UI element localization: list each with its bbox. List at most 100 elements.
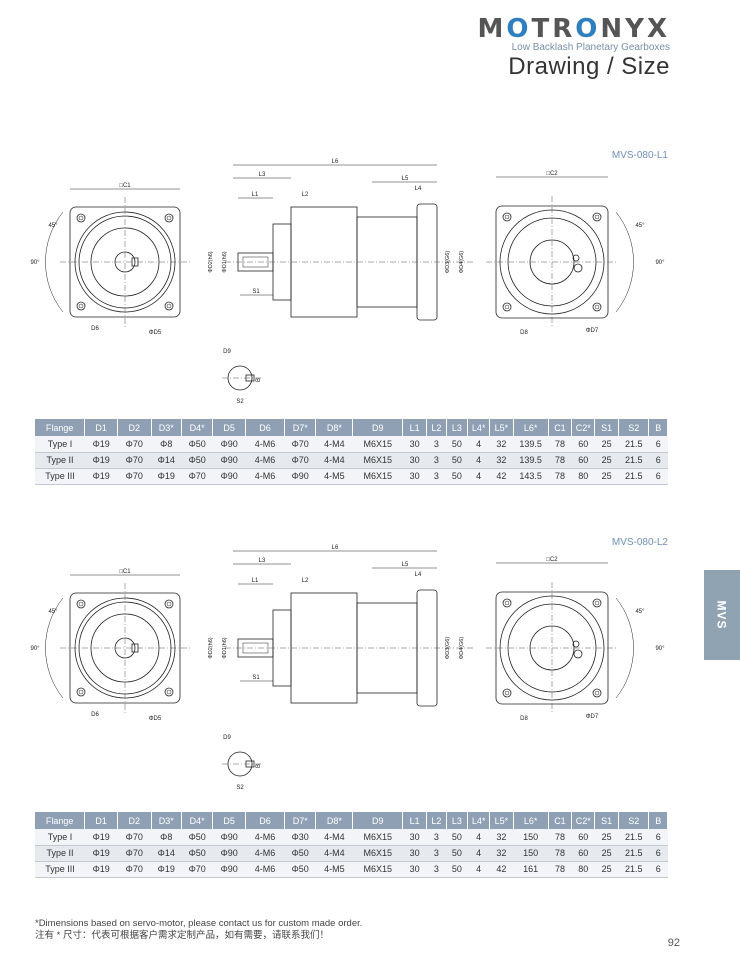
table-cell: 4-M6: [245, 845, 285, 862]
table-cell: Φ30: [284, 829, 316, 846]
table-cell: 4-M5: [315, 861, 353, 878]
table-cell: 6: [648, 436, 668, 453]
gear-icon: O: [575, 14, 601, 44]
column-header: D6: [245, 419, 285, 436]
dim-label-c1: □C1: [119, 569, 131, 575]
dim-label-l1: L1: [252, 578, 259, 584]
row-header: Type III: [35, 468, 85, 485]
dim-label-d1: ΦD1(h6): [222, 637, 228, 658]
table-cell: Φ90: [212, 468, 246, 485]
table-cell: 50: [446, 436, 468, 453]
table-cell: 25: [594, 436, 619, 453]
table-cell: 25: [594, 861, 619, 878]
dim-label-l6: L6: [332, 545, 339, 551]
table-cell: 25: [594, 452, 619, 469]
table-cell: Φ8: [151, 829, 182, 846]
dim-label-c1: □C1: [119, 183, 131, 189]
table-cell: Φ70: [117, 468, 152, 485]
table-cell: 78: [548, 468, 572, 485]
table-cell: 4: [467, 452, 490, 469]
input-bolt-hole: [502, 302, 512, 312]
table-cell: 30: [402, 468, 427, 485]
table-cell: Φ70: [284, 452, 316, 469]
table-cell: Φ19: [84, 861, 118, 878]
table-cell: 4: [467, 436, 490, 453]
table-cell: Φ14: [151, 845, 182, 862]
table-cell: 3: [426, 861, 447, 878]
table-cell: 4-M6: [245, 829, 285, 846]
table-cell: 4: [467, 468, 490, 485]
input-bolt-hole: [592, 212, 602, 222]
clamp-screw-hole: [573, 263, 583, 273]
table-cell: Φ70: [181, 861, 213, 878]
column-header: B: [648, 419, 668, 436]
bolt-hole-inner: [78, 601, 84, 607]
right-angle-arc: [615, 597, 634, 699]
dim-label-s2: S2: [236, 399, 244, 405]
column-header: L1: [402, 419, 428, 436]
dim-label-d1: ΦD1(h6): [222, 251, 228, 272]
dim-label-d6: D6: [91, 326, 99, 332]
dim-label-b: B: [256, 378, 262, 382]
table-cell: 50: [446, 845, 468, 862]
table-cell: 25: [594, 845, 619, 862]
table-cell: 30: [402, 436, 427, 453]
row-header: Type I: [35, 436, 85, 453]
column-header: D3*: [151, 812, 182, 829]
table-cell: 60: [571, 452, 595, 469]
column-header: L2: [426, 419, 447, 436]
table-cell: 4-M4: [315, 829, 353, 846]
table-cell: 139.5: [513, 436, 549, 453]
dim-label-d2: ΦD2(h6): [208, 637, 214, 658]
column-header: S1: [594, 419, 620, 436]
gear-icon: O: [506, 14, 532, 44]
row-header: Type II: [35, 845, 85, 862]
column-header: C2*: [571, 812, 596, 829]
model-label-l2: MVS-080-L2: [611, 537, 668, 548]
table-cell: M6X15: [352, 436, 403, 453]
dim-label-d8: D8: [520, 716, 528, 722]
table-cell: 60: [571, 845, 595, 862]
table-cell: Φ50: [181, 845, 213, 862]
clamp-screw-hole: [572, 254, 580, 262]
bolt-hole: [76, 213, 86, 223]
input-bolt-hole-inner: [504, 690, 510, 696]
column-header: L2: [426, 812, 447, 829]
table-cell: Φ19: [151, 861, 182, 878]
footnote: *Dimensions based on servo-motor, please…: [35, 918, 362, 942]
table-cell: Φ50: [181, 452, 213, 469]
dim-label-c2: □C2: [546, 171, 558, 177]
bolt-hole-inner: [166, 303, 172, 309]
column-header: L3: [446, 419, 469, 436]
table-cell: Φ70: [117, 845, 152, 862]
row-header: Type I: [35, 829, 85, 846]
column-header: D5: [212, 419, 246, 436]
angle-label-45: 45°: [48, 609, 58, 615]
dim-label-l1: L1: [252, 192, 259, 198]
column-header: C1: [548, 419, 573, 436]
column-header: L5*: [489, 812, 514, 829]
table-cell: 21.5: [618, 845, 649, 862]
dim-label-l6: L6: [332, 159, 339, 165]
bolt-hole-inner: [166, 601, 172, 607]
right-angle-arc: [615, 211, 634, 313]
table-cell: Φ70: [117, 861, 152, 878]
dim-label-s1: S1: [252, 675, 260, 681]
table-cell: 4-M4: [315, 845, 353, 862]
table-cell: Φ19: [84, 452, 118, 469]
column-header: D8*: [315, 419, 354, 436]
dim-label-d4: ΦD4(G6): [459, 637, 465, 660]
table-cell: Φ70: [117, 452, 152, 469]
column-header: D1: [84, 812, 118, 829]
column-header: D6: [245, 812, 285, 829]
column-header: L6*: [513, 812, 549, 829]
table-cell: Φ70: [284, 436, 316, 453]
column-header: L4*: [467, 812, 490, 829]
table-cell: M6X15: [352, 845, 403, 862]
dim-label-d4: ΦD4(G6): [459, 251, 465, 274]
